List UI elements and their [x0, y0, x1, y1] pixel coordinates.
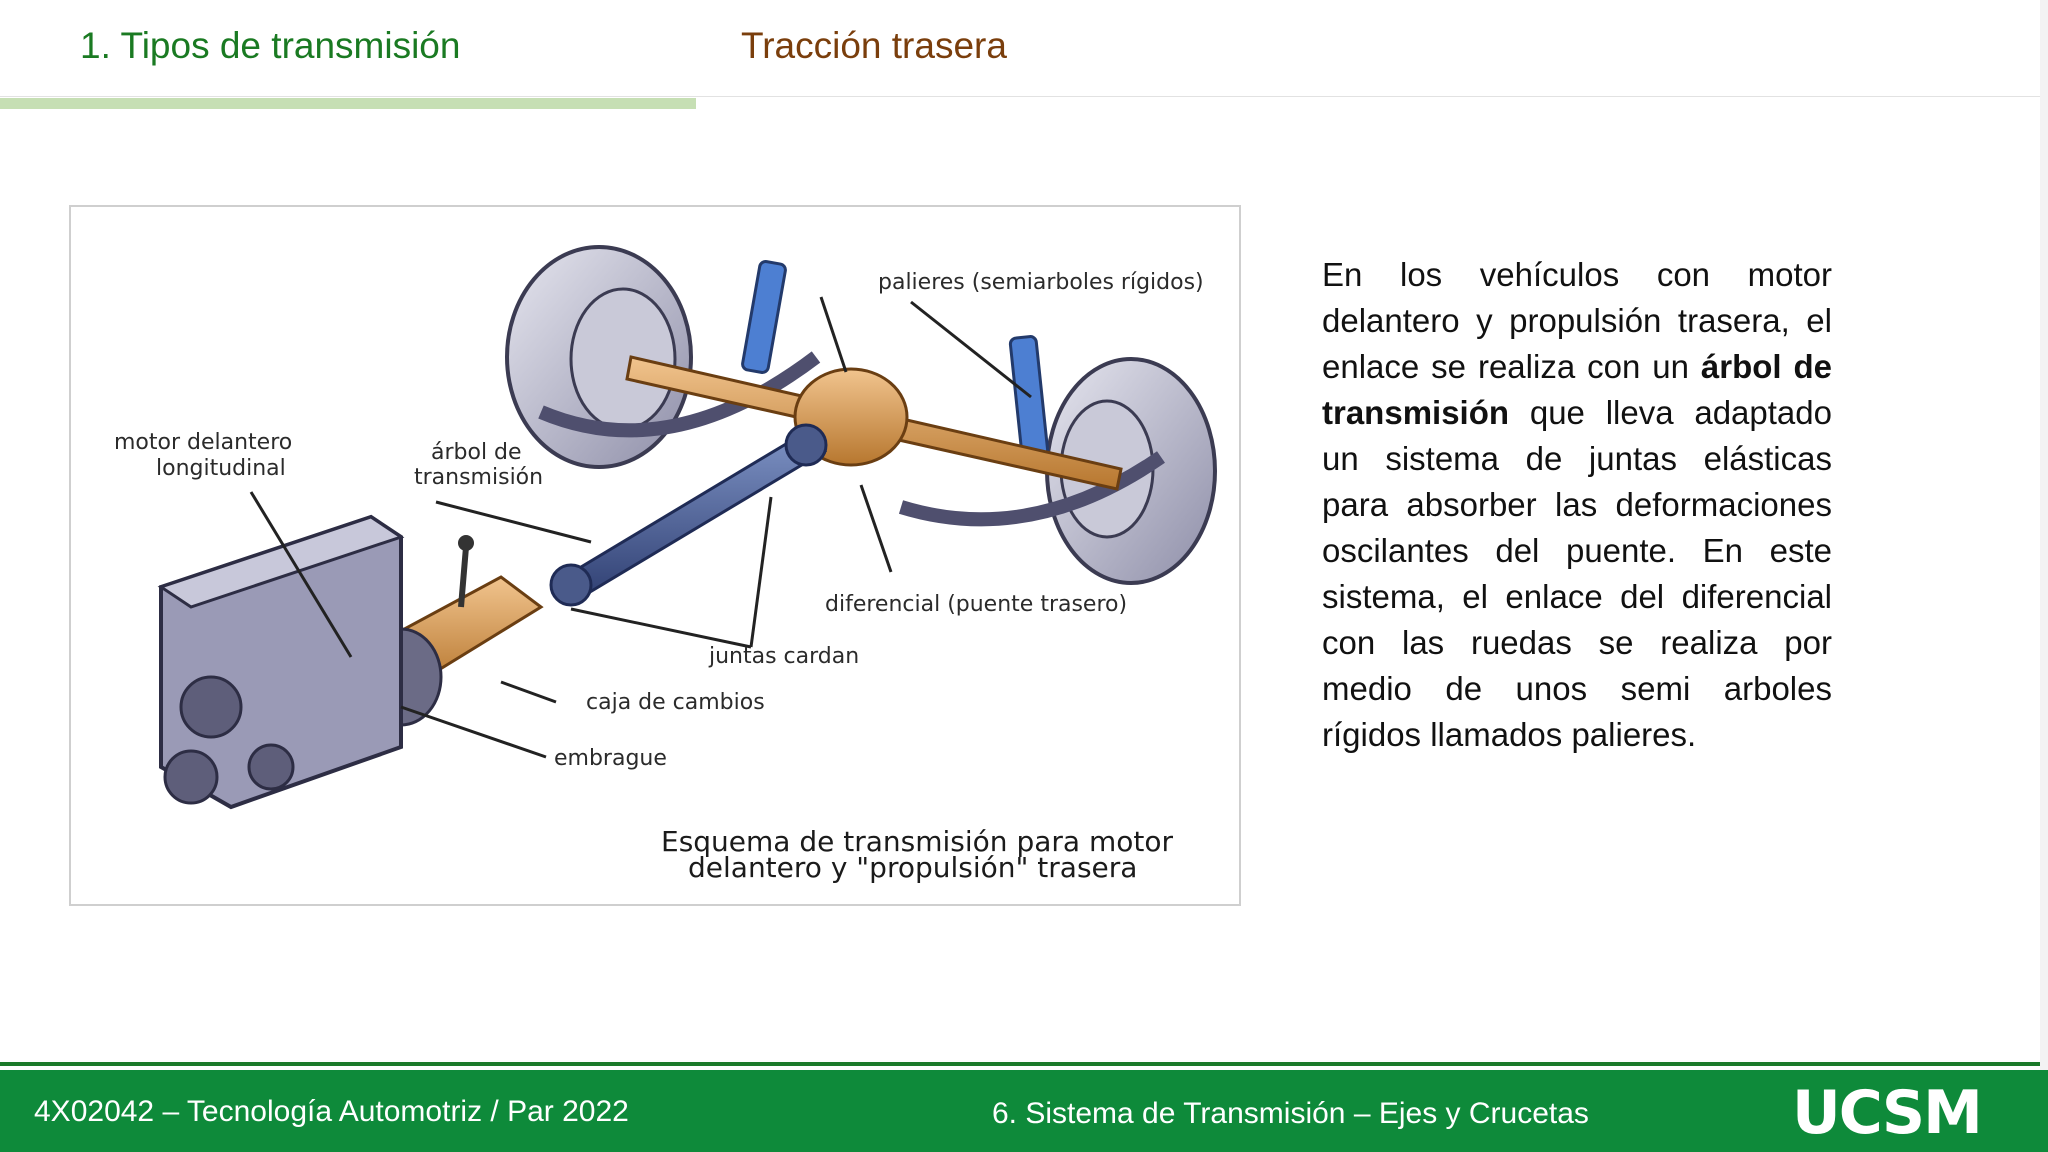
- label-motor-line2: longitudinal: [156, 456, 286, 481]
- figure-caption-line2: delantero y "propulsión" trasera: [688, 851, 1137, 884]
- figure-caption-line1: Esquema de transmisión para motor: [661, 825, 1173, 858]
- description-text-start: En los vehículos con motor delantero y p…: [1322, 256, 1832, 385]
- left-leaf-spring: [538, 351, 821, 438]
- section-progress-bar: [0, 98, 696, 109]
- left-shock-absorber: [741, 260, 787, 374]
- u-joint-front: [549, 563, 593, 607]
- label-motor-line1: motor delantero: [114, 430, 292, 455]
- footer-chapter: 6. Sistema de Transmisión – Ejes y Cruce…: [992, 1097, 1589, 1130]
- footer-bar: [0, 1070, 2048, 1152]
- label-juntas-cardan: juntas cardan: [708, 644, 859, 669]
- u-joint-rear: [784, 423, 828, 467]
- label-embrague: embrague: [554, 746, 667, 771]
- right-edge-scrollbar[interactable]: [2040, 0, 2048, 1070]
- description-paragraph: En los vehículos con motor delantero y p…: [1322, 252, 1832, 758]
- description-text-end: que lleva adaptado un sistema de juntas …: [1322, 394, 1832, 753]
- transmission-diagram: palieres (semiarboles rígidos) motor del…: [69, 205, 1241, 906]
- right-leaf-spring: [898, 451, 1165, 527]
- footer-top-line: [0, 1062, 2048, 1066]
- label-arbol-line2: transmisión: [414, 465, 543, 490]
- footer-course: 4X02042 – Tecnología Automotriz / Par 20…: [34, 1095, 629, 1128]
- description-bold-term: árbol de transmisión: [1322, 348, 1833, 431]
- topic-title: Tracción trasera: [741, 25, 1007, 66]
- gear-lever-knob: [458, 535, 474, 551]
- header-divider: [0, 96, 2048, 97]
- leader-lines: [249, 296, 1032, 759]
- label-diferencial: diferencial (puente trasero): [825, 592, 1127, 617]
- gear-lever: [458, 546, 469, 608]
- ucsm-logo: UCSM: [1792, 1078, 1983, 1148]
- engine-block: [157, 514, 405, 810]
- label-caja-de-cambios: caja de cambios: [586, 690, 765, 715]
- label-arbol-line1: árbol de: [431, 440, 522, 465]
- section-title: 1. Tipos de transmisión: [80, 25, 461, 66]
- label-palieres: palieres (semiarboles rígidos): [878, 270, 1204, 295]
